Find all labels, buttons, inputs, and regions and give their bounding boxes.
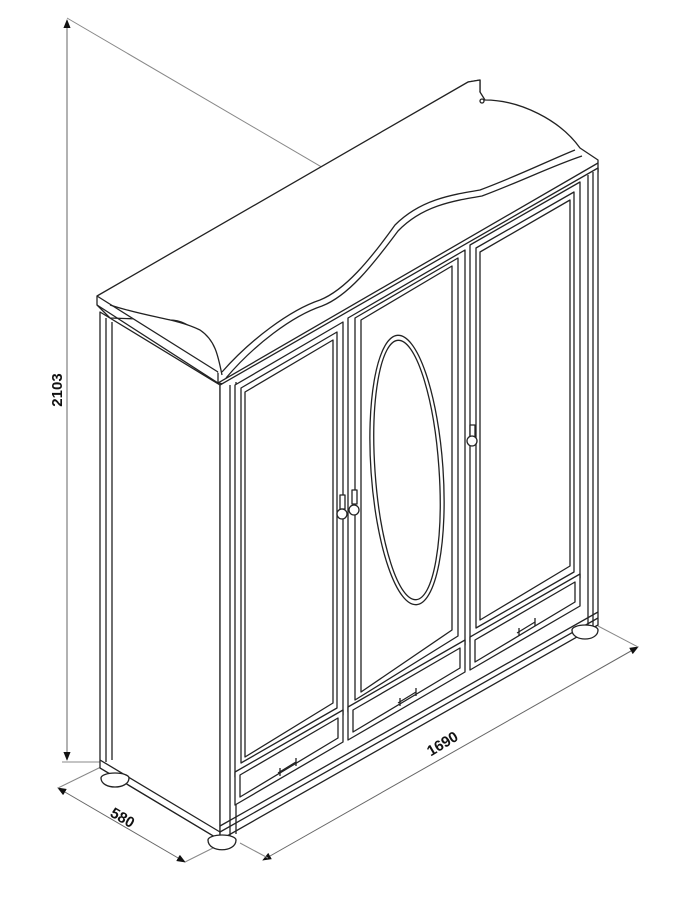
right-drawer — [469, 573, 581, 671]
center-mirror-door — [347, 249, 466, 713]
height-dimension-label: 2103 — [49, 373, 66, 406]
side-panel — [99, 311, 221, 841]
feet — [100, 624, 599, 851]
top-crown — [96, 79, 599, 386]
door-handle-right — [466, 424, 478, 447]
width-dimension-label: 1690 — [424, 728, 461, 760]
width-dimension — [239, 625, 639, 861]
left-door — [234, 321, 344, 778]
depth-dimension — [57, 764, 216, 863]
wardrobe — [96, 79, 599, 851]
door-handle-center — [348, 489, 360, 516]
door-handle-left — [336, 494, 348, 520]
left-drawer — [234, 709, 344, 806]
right-door — [469, 181, 581, 643]
center-drawer — [347, 639, 466, 741]
depth-dimension-label: 580 — [107, 804, 137, 831]
